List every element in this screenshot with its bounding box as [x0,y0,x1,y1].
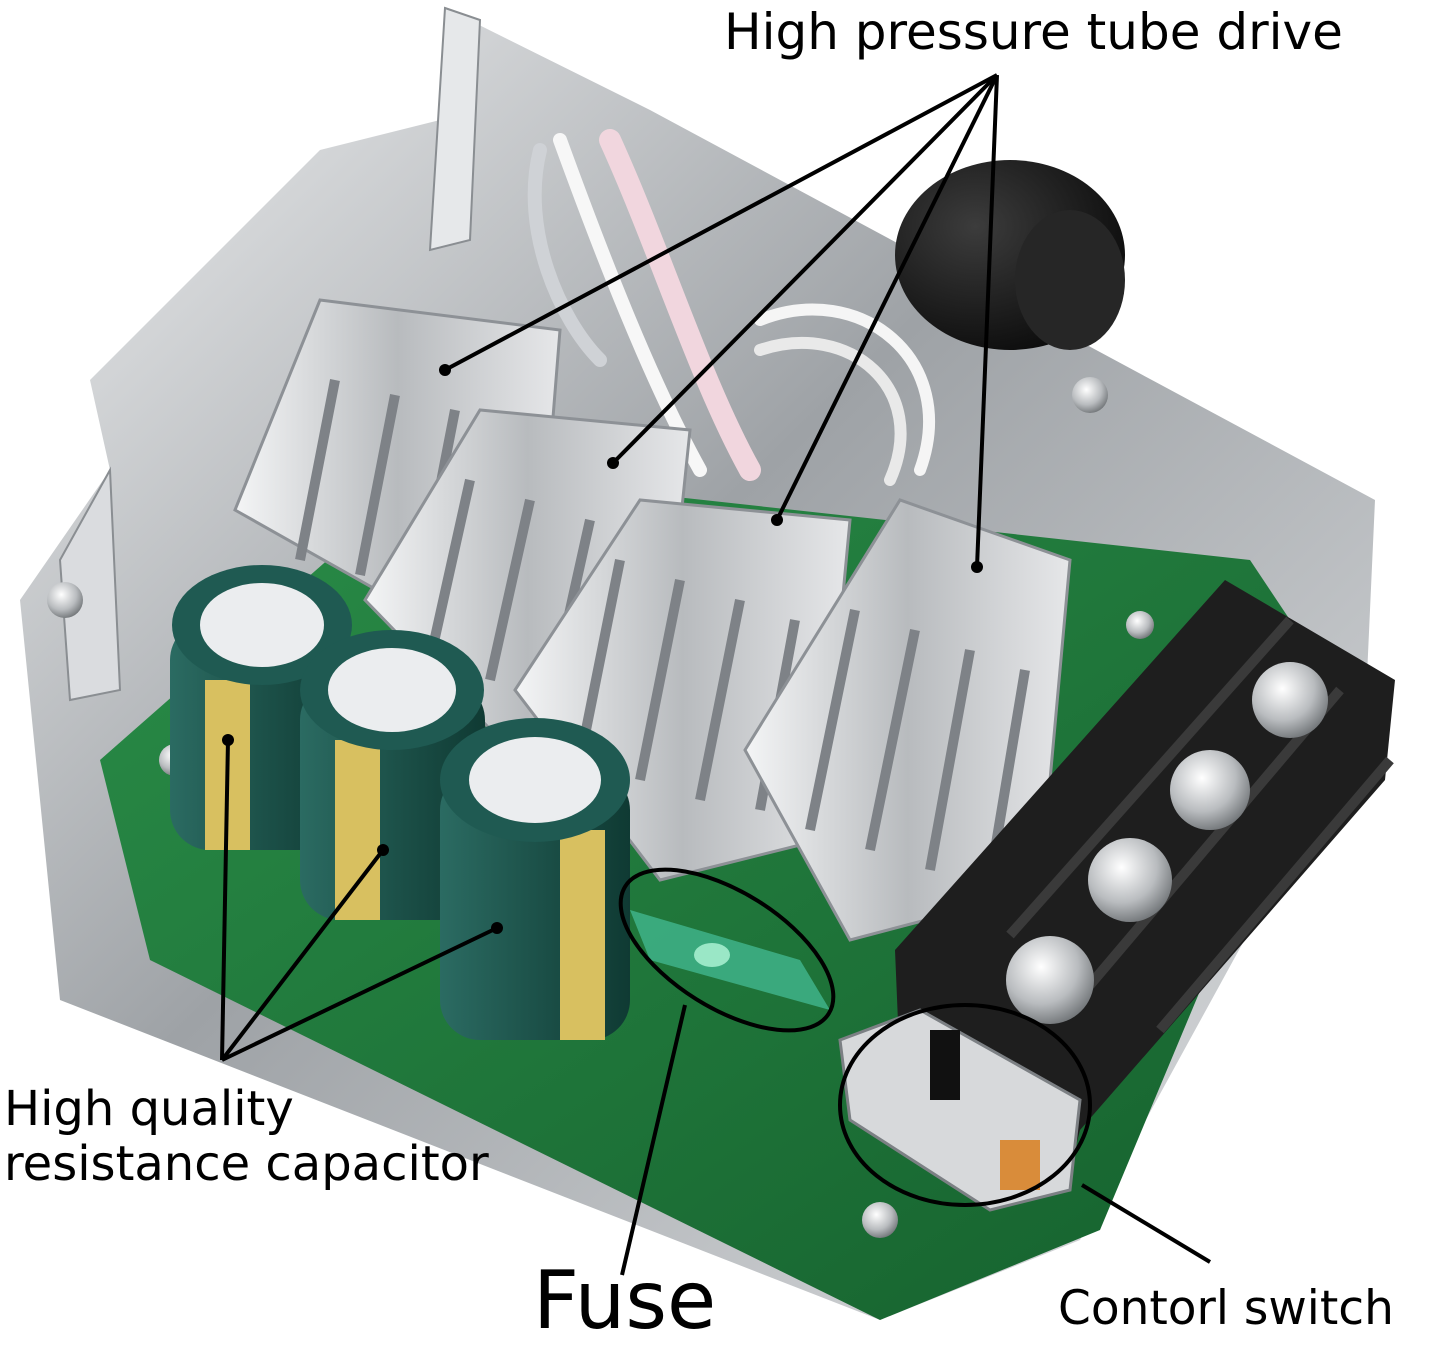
tube-drive-label: High pressure tube drive [724,3,1343,61]
capacitor-3 [440,718,630,1040]
tube-leader-2 [611,73,999,465]
fuse-label: Fuse [533,1254,717,1347]
cap-leader-2 [220,848,385,1062]
capacitor-2 [300,630,485,920]
tube-leader-3 [775,74,999,521]
terminal-block [895,580,1395,1170]
switch-leader [1080,1183,1212,1264]
cap-leader-1 [220,739,230,1061]
wire-bundle [527,129,936,486]
tube-leader-4 [975,74,999,568]
fuse-component [630,910,830,1010]
capacitor-group [170,565,630,1040]
leader-lines [220,73,1212,1276]
switch-label: Contorl switch [1058,1281,1394,1336]
switch-callout-ellipse [838,1003,1092,1207]
fuse-leader [620,1004,687,1276]
leader-dots [222,364,983,934]
capacitor-label-line1: High quality [4,1081,294,1137]
capacitor-label-line2: resistance capacitor [4,1136,489,1193]
capacitor-label: High quality resistance capacitor [4,1081,489,1193]
heatsink-group [233,298,1072,942]
cap-leader-3 [221,926,498,1062]
slide-switch [838,1008,1082,1212]
callout-marks [618,867,1092,1207]
heatsink-4 [743,498,1072,942]
tube-leader-1 [444,73,998,372]
fuse-callout-ellipse [618,867,836,1033]
potentiometer-knob [895,160,1125,350]
